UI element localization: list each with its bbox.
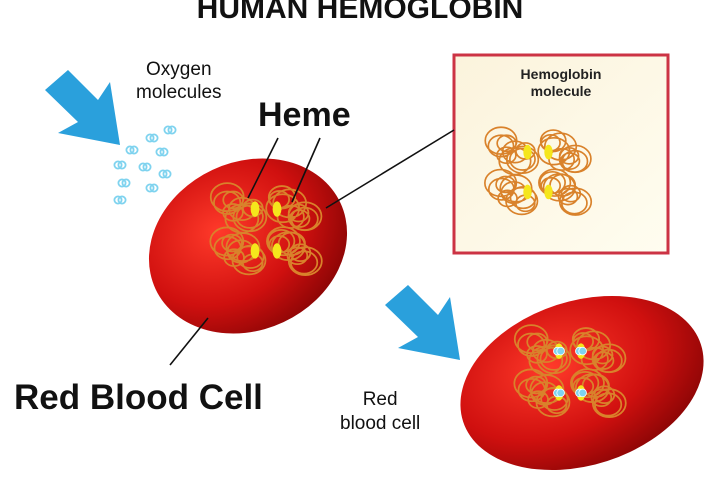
oxygen-molecule bbox=[145, 183, 159, 193]
oxygen-molecule bbox=[125, 145, 139, 155]
globin-chain bbox=[513, 324, 572, 376]
oxygen-molecules bbox=[113, 125, 177, 205]
globin-chain bbox=[513, 368, 571, 418]
oxygen-label-line1: Oxygen bbox=[146, 59, 212, 80]
globin-chain bbox=[569, 327, 627, 374]
oxygen-molecule bbox=[163, 125, 177, 135]
red-blood-cell-label: Red Blood Cell bbox=[14, 378, 263, 417]
inset-title-line2: molecule bbox=[530, 83, 592, 99]
oxygenated-cell-label-line2: blood cell bbox=[340, 413, 421, 434]
heme-group bbox=[250, 201, 260, 217]
oxygen-label-line2: molecules bbox=[136, 82, 222, 103]
globin-chain bbox=[484, 126, 540, 176]
globin-chain bbox=[265, 185, 323, 232]
oxygen-molecule bbox=[158, 169, 172, 179]
oxygen-molecule bbox=[113, 160, 127, 170]
oxygen-molecule bbox=[138, 162, 152, 172]
hemoglobin-molecule bbox=[513, 324, 627, 419]
oxygen-molecule bbox=[113, 195, 127, 205]
pointer-lines bbox=[169, 129, 455, 366]
oxygenated-cell-label: Red blood cell bbox=[340, 388, 420, 436]
heme-group bbox=[544, 184, 553, 200]
oxygen-molecule bbox=[145, 133, 159, 143]
arrow-to-oxygenated-cell bbox=[385, 285, 460, 360]
heme-group bbox=[272, 201, 282, 217]
heme-group bbox=[250, 243, 260, 259]
globin-chain bbox=[484, 168, 539, 216]
inset-title-line1: Hemoglobin bbox=[520, 66, 602, 82]
globin-chain bbox=[209, 226, 267, 276]
hemoglobin-molecule bbox=[209, 182, 323, 277]
hemoglobin-molecule bbox=[484, 126, 593, 216]
oxygen-molecule bbox=[117, 178, 131, 188]
heme-group bbox=[523, 144, 532, 160]
page-title: HUMAN HEMOGLOBIN bbox=[196, 0, 524, 25]
oxygen-molecule bbox=[155, 147, 169, 157]
heme-group bbox=[272, 243, 282, 259]
heme-label: Heme bbox=[258, 96, 351, 134]
globin-chain bbox=[537, 129, 592, 174]
globin-chain bbox=[209, 182, 268, 234]
arrow-oxygen-in bbox=[45, 70, 120, 145]
heme-group bbox=[523, 184, 532, 200]
oxygenated-cell-label-line1: Red bbox=[362, 389, 398, 410]
heme-group bbox=[544, 144, 553, 160]
red-blood-cell-oxygenated bbox=[460, 295, 704, 471]
